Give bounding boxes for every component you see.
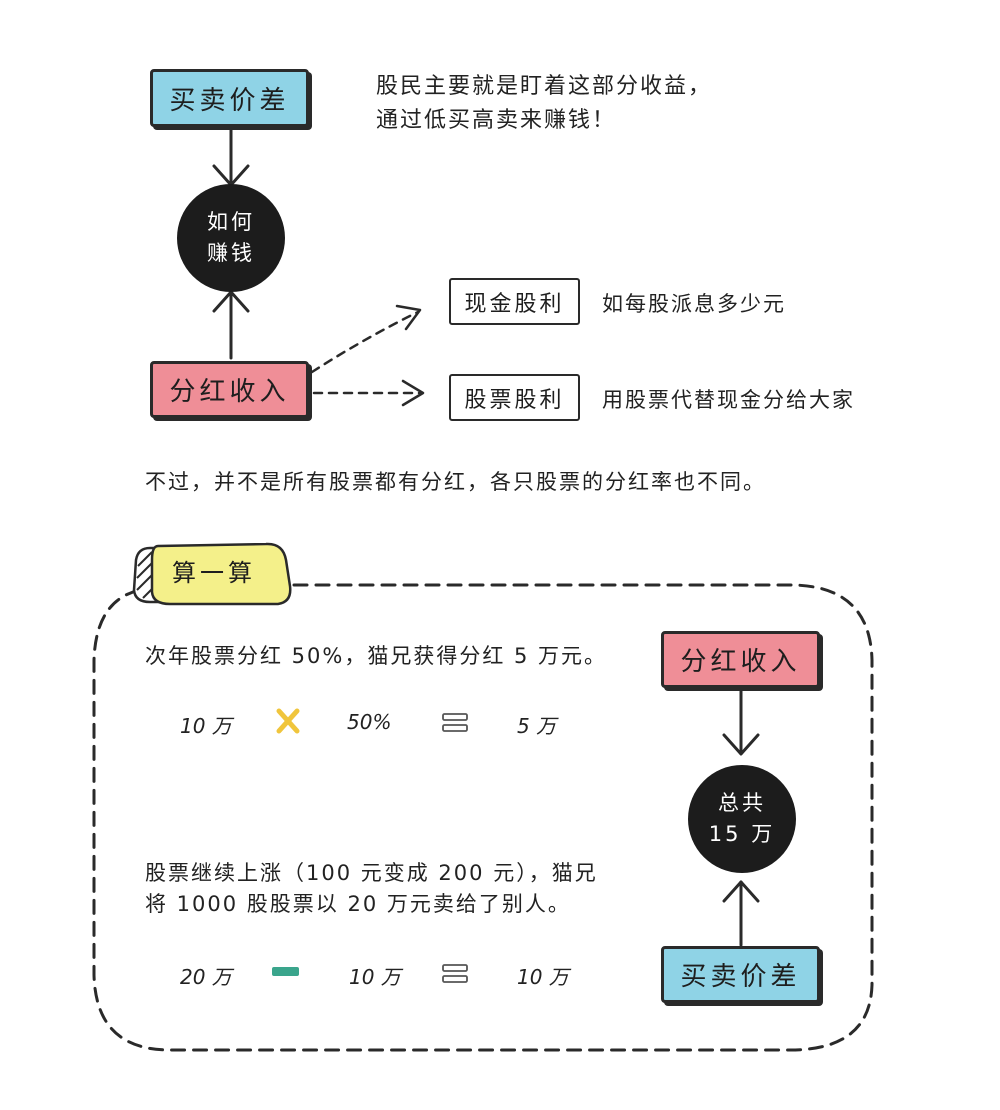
equals-sign-icon [442, 964, 468, 983]
dashed-arrow-stock-dividend [312, 379, 425, 407]
equals-sign-icon [442, 713, 468, 732]
total-circle-line-2: 15 万 [708, 822, 776, 846]
circle-line-2: 赚钱 [207, 241, 255, 265]
total-circle-line-1: 总共 [718, 791, 766, 815]
cash-dividend-desc: 如每股派息多少元 [602, 292, 786, 316]
dividend-income-box: 分红收入 [150, 361, 309, 418]
calc-line-2b: 将 1000 股股票以 20 万元卖给了别人。 [145, 892, 571, 916]
multiply-sign-icon [276, 708, 300, 734]
stock-dividend-box: 股票股利 [449, 374, 580, 421]
circle-line-1: 如何 [207, 210, 255, 234]
arrow-price-diff-to-circle [212, 126, 250, 187]
calc-line-1: 次年股票分红 50%，猫兄获得分红 5 万元。 [145, 644, 608, 668]
calc-tag-label: 算一算 [172, 559, 256, 587]
eq1-operand-b: 50% [347, 710, 392, 734]
eq2-operand-a: 20 万 [180, 965, 232, 989]
dividend-income-label: 分红收入 [169, 377, 290, 407]
calc-dividend-income-box: 分红收入 [661, 631, 820, 688]
arrow-dividend-to-circle [212, 290, 250, 360]
stock-dividend-label: 股票股利 [464, 387, 565, 413]
calc-price-diff-label: 买卖价差 [680, 962, 801, 992]
note-line-1: 股民主要就是盯着这部分收益， [376, 74, 713, 99]
calc-dividend-income-label: 分红收入 [680, 647, 801, 677]
price-diff-box: 买卖价差 [150, 69, 309, 127]
dashed-arrow-cash-dividend [310, 304, 422, 374]
how-to-earn-circle: 如何 赚钱 [177, 184, 285, 292]
total-circle: 总共 15 万 [688, 765, 796, 873]
note-line-2: 通过低买高卖来赚钱！ [376, 108, 617, 133]
eq1-result: 5 万 [517, 714, 557, 738]
cash-dividend-box: 现金股利 [449, 278, 580, 325]
price-diff-label: 买卖价差 [169, 85, 290, 116]
calc-line-2a: 股票继续上涨（100 元变成 200 元），猫兄 [145, 861, 598, 885]
calc-price-diff-box: 买卖价差 [661, 946, 820, 1003]
arrow-calc-price-diff-to-circle [722, 880, 760, 947]
arrow-calc-dividend-to-circle [722, 688, 760, 756]
eq1-operand-a: 10 万 [180, 714, 232, 738]
cash-dividend-label: 现金股利 [464, 291, 565, 317]
stock-dividend-desc: 用股票代替现金分给大家 [602, 388, 855, 412]
eq2-result: 10 万 [517, 965, 569, 989]
eq2-operand-b: 10 万 [349, 965, 401, 989]
dividend-footnote: 不过，并不是所有股票都有分红，各只股票的分红率也不同。 [145, 470, 766, 494]
minus-sign-icon [272, 967, 299, 976]
